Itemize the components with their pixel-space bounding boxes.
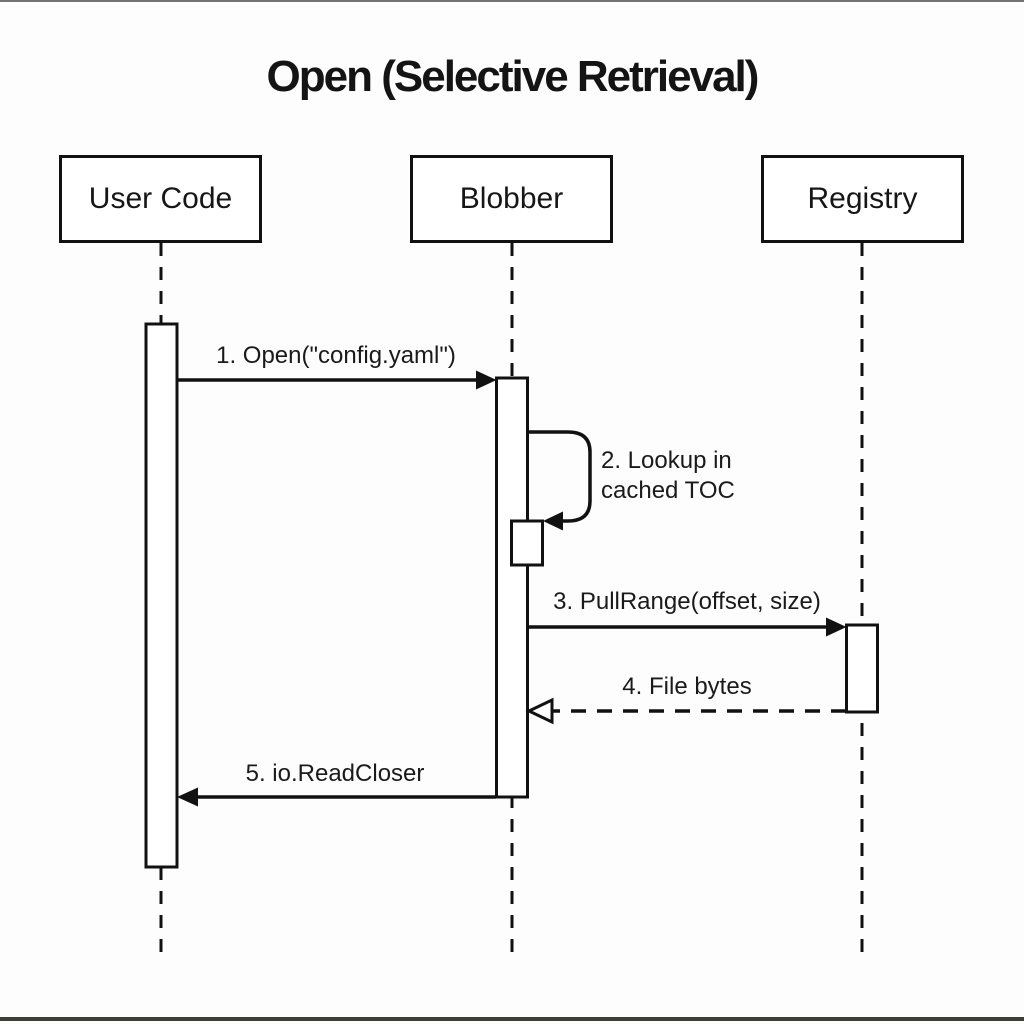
message-4-arrowhead-open (525, 697, 554, 725)
message-2-label: 2. Lookup in cached TOC (601, 447, 735, 504)
message-2-arrowhead (543, 511, 563, 531)
participant-label-user-code: User Code (88, 182, 233, 215)
activation-registry (845, 623, 879, 714)
activation-user-code (144, 322, 179, 869)
message-5-arrowhead (177, 787, 198, 807)
activation-blobber-nested (510, 519, 544, 567)
message-4-label: 4. File bytes (622, 673, 752, 700)
message-5-label: 5. io.ReadCloser (245, 760, 425, 787)
message-2-self-loop (527, 430, 592, 523)
message-1-label: 1. Open("config.yaml") (216, 342, 456, 369)
participant-label-registry: Registry (807, 182, 918, 215)
participant-user-code: User Code (59, 155, 262, 243)
message-3-label: 3. PullRange(offset, size) (553, 588, 821, 615)
activation-blobber (495, 376, 529, 799)
message-3-arrowhead (826, 617, 847, 637)
diagram-title: Open (Selective Retrieval) (266, 52, 760, 101)
message-1-arrowhead (476, 370, 497, 390)
participant-registry: Registry (761, 155, 964, 243)
participant-label-blobber: Blobber (459, 182, 564, 215)
participant-blobber: Blobber (410, 155, 613, 243)
